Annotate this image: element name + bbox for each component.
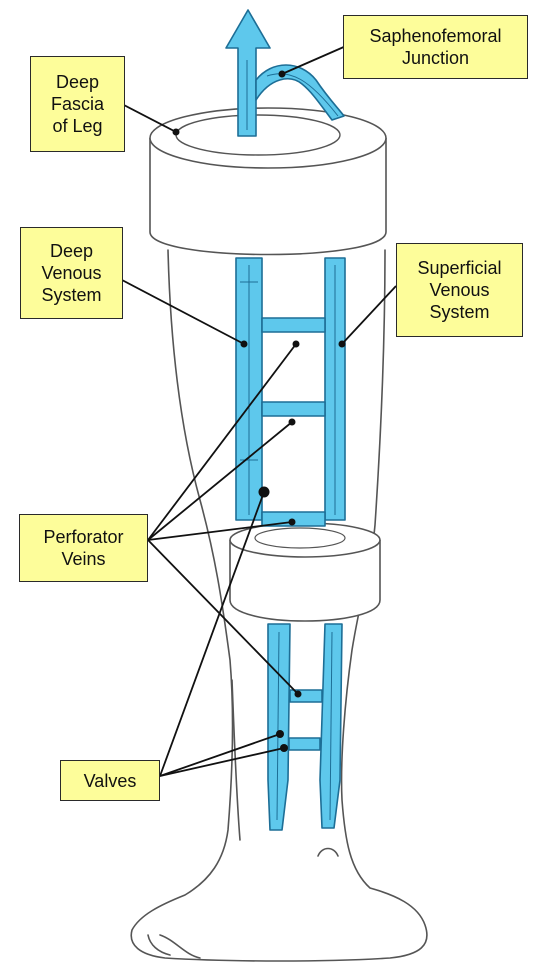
- vessels-thigh: [236, 258, 345, 526]
- knee-ring: [230, 523, 380, 621]
- label-deep-venous-system: Deep Venous System: [20, 227, 123, 319]
- label-saphenofemoral-junction: Saphenofemoral Junction: [343, 15, 528, 79]
- label-deep-fascia: Deep Fascia of Leg: [30, 56, 125, 152]
- label-superficial-venous-system: Superficial Venous System: [396, 243, 523, 337]
- thigh-cylinder: [150, 108, 386, 255]
- label-valves: Valves: [60, 760, 160, 801]
- vessels-shin: [268, 624, 342, 830]
- label-perforator-veins: Perforator Veins: [19, 514, 148, 582]
